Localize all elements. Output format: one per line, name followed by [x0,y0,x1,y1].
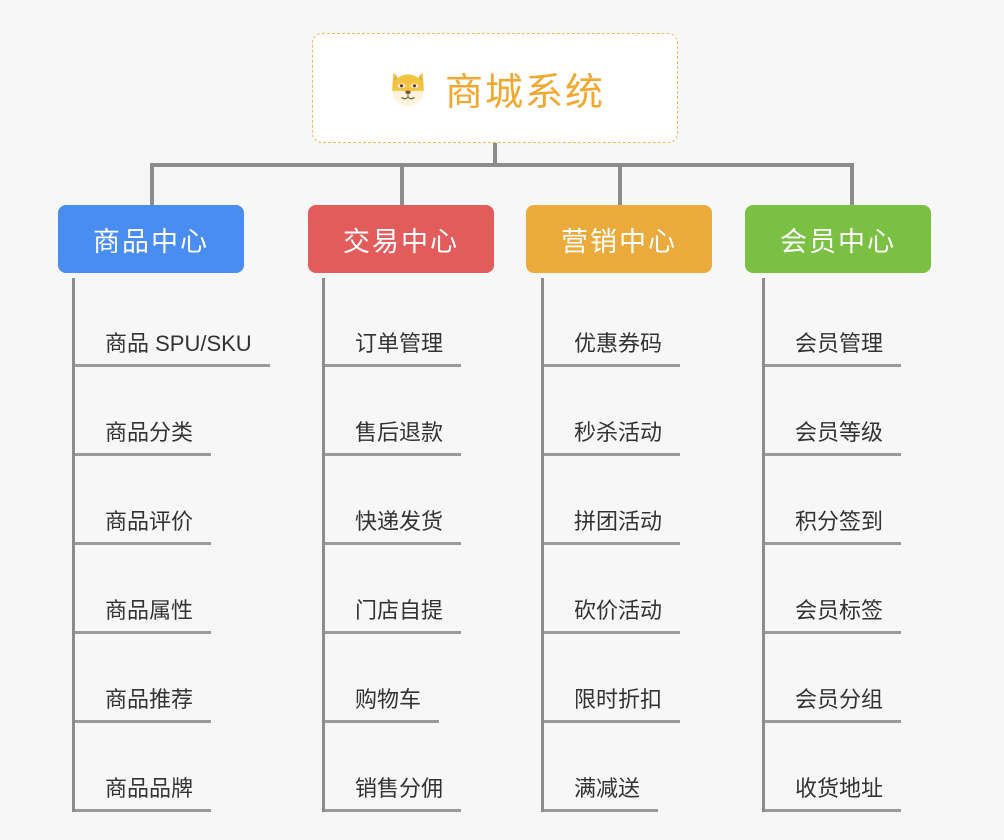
leaf-item[interactable]: 砍价活动 [544,545,681,634]
leaf-item[interactable]: 满减送 [544,723,659,812]
leaf-spine-3 [541,278,544,812]
leaf-item[interactable]: 会员等级 [765,367,902,456]
leaf-item[interactable]: 秒杀活动 [544,367,681,456]
leaf-item[interactable]: 快递发货 [325,456,462,545]
branch-header-label-3: 营销中心 [561,226,677,257]
leaf-item[interactable]: 会员标签 [765,545,902,634]
leaf-item[interactable]: 商品品牌 [75,723,212,812]
branch-header-label-4: 会员中心 [780,226,896,257]
leaf-item-label: 商品属性 [75,598,212,634]
leaf-item[interactable]: 门店自提 [325,545,462,634]
leaf-item[interactable]: 订单管理 [325,278,462,367]
branch-header-3[interactable]: 营销中心 [526,205,712,273]
leaf-spine-4 [762,278,765,812]
leaf-spine-2 [322,278,325,812]
branch-drop-line-4 [850,163,854,207]
leaf-item[interactable]: 售后退款 [325,367,462,456]
leaf-item-label: 会员分组 [765,687,902,723]
leaf-item[interactable]: 会员分组 [765,634,902,723]
leaf-item[interactable]: 商品属性 [75,545,212,634]
branch-header-label-2: 交易中心 [343,226,459,257]
leaf-item-label: 快递发货 [325,509,462,545]
leaf-item-label: 商品品牌 [75,776,212,812]
root-title: 商城系统 [444,71,605,114]
branch-header-2[interactable]: 交易中心 [308,205,494,273]
leaf-spine-1 [72,278,75,812]
leaf-item[interactable]: 拼团活动 [544,456,681,545]
leaf-item[interactable]: 商品推荐 [75,634,212,723]
leaf-item[interactable]: 会员管理 [765,278,902,367]
leaf-item-label: 商品 SPU/SKU [75,331,270,367]
leaf-item-label: 秒杀活动 [544,420,681,456]
leaf-item[interactable]: 商品评价 [75,456,212,545]
leaf-item-label: 砍价活动 [544,598,681,634]
leaf-item-label: 会员标签 [765,598,902,634]
branch-header-1[interactable]: 商品中心 [58,205,244,273]
leaf-item-label: 购物车 [325,687,440,723]
leaf-item[interactable]: 收货地址 [765,723,902,812]
root-node[interactable]: 商城系统 [312,33,678,143]
leaf-item[interactable]: 商品 SPU/SKU [75,278,270,367]
branch-drop-line-1 [150,163,154,207]
leaf-item-label: 满减送 [544,776,659,812]
branch-drop-line-2 [400,163,404,207]
branch-bus-line [150,163,854,167]
leaf-item-label: 订单管理 [325,331,462,367]
leaf-item[interactable]: 限时折扣 [544,634,681,723]
leaf-item[interactable]: 购物车 [325,634,440,723]
leaf-item[interactable]: 销售分佣 [325,723,462,812]
branch-drop-line-3 [618,163,622,207]
leaf-item[interactable]: 积分签到 [765,456,902,545]
leaf-item-label: 优惠券码 [544,331,681,367]
leaf-item[interactable]: 商品分类 [75,367,212,456]
branch-header-label-1: 商品中心 [93,226,209,257]
leaf-item[interactable]: 优惠券码 [544,278,681,367]
leaf-item-label: 门店自提 [325,598,462,634]
leaf-item-label: 销售分佣 [325,776,462,812]
leaf-item-label: 积分签到 [765,509,902,545]
root-stem-line [493,143,497,165]
leaf-item-label: 商品分类 [75,420,212,456]
leaf-item-label: 商品评价 [75,509,212,545]
leaf-item-label: 拼团活动 [544,509,681,545]
leaf-item-label: 会员管理 [765,331,902,367]
leaf-item-label: 会员等级 [765,420,902,456]
shiba-dog-icon [385,65,431,111]
leaf-item-label: 商品推荐 [75,687,212,723]
leaf-item-label: 售后退款 [325,420,462,456]
leaf-item-label: 限时折扣 [544,687,681,723]
leaf-item-label: 收货地址 [765,776,902,812]
branch-header-4[interactable]: 会员中心 [745,205,931,273]
